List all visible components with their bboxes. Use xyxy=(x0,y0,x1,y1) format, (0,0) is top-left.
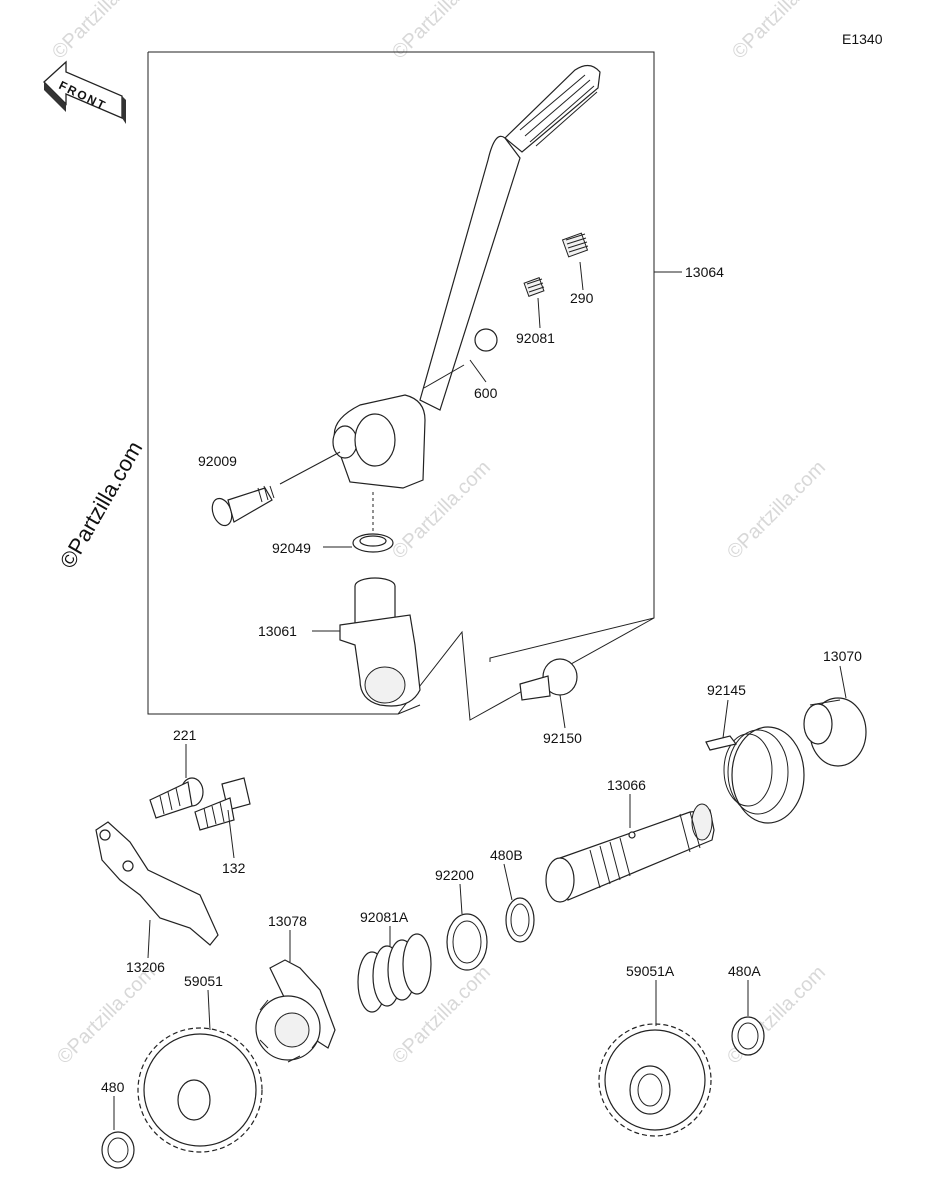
washer-92200 xyxy=(446,913,488,971)
shaft-13066 xyxy=(545,803,715,903)
watermark: ©Partzilla.com xyxy=(53,962,160,1069)
partzilla-logo-watermark: ©Partzilla.com xyxy=(55,437,148,573)
bolt-132 xyxy=(194,777,251,831)
callout-labels: 13064 290 92081 600 92009 92049 13061 92… xyxy=(101,264,862,1095)
callout-13061: 13061 xyxy=(258,623,297,639)
callout-92009: 92009 xyxy=(198,453,237,469)
callout-92200: 92200 xyxy=(435,867,474,883)
washer-92049 xyxy=(352,492,394,553)
watermark: ©Partzilla.com xyxy=(388,0,495,64)
ball-600 xyxy=(474,328,498,352)
circlip-480 xyxy=(101,1131,135,1169)
guide-plate-13206 xyxy=(95,821,219,946)
gear-59051A xyxy=(598,1023,712,1137)
watermark: ©Partzilla.com xyxy=(723,457,830,564)
callout-480A: 480A xyxy=(728,963,761,979)
spring-92081A xyxy=(357,933,432,1013)
pivot-shaft-13061 xyxy=(339,577,421,707)
callout-13078: 13078 xyxy=(268,913,307,929)
callout-59051A: 59051A xyxy=(626,963,675,979)
watermark: ©Partzilla.com xyxy=(48,0,155,64)
callout-13066: 13066 xyxy=(607,777,646,793)
return-spring-92145 xyxy=(705,726,805,824)
callout-92049: 92049 xyxy=(272,540,311,556)
callout-221: 221 xyxy=(173,727,197,743)
leader-lines xyxy=(113,261,847,1130)
collar-13070 xyxy=(803,697,867,767)
spring-92081 xyxy=(523,277,545,297)
diagram-code: E1340 xyxy=(842,31,883,47)
callout-92145: 92145 xyxy=(707,682,746,698)
gear-59051 xyxy=(137,1027,263,1153)
kick-pedal-lever xyxy=(332,64,601,489)
callout-480B: 480B xyxy=(490,847,523,863)
watermark: ©Partzilla.com xyxy=(728,0,835,64)
callout-13070: 13070 xyxy=(823,648,862,664)
callout-92150: 92150 xyxy=(543,730,582,746)
callout-480: 480 xyxy=(101,1079,125,1095)
callout-600: 600 xyxy=(474,385,498,401)
assembly-frame xyxy=(147,51,655,721)
set-screw-290 xyxy=(561,232,589,258)
callout-92081A: 92081A xyxy=(360,909,409,925)
screw-221 xyxy=(149,777,204,819)
circlip-480B xyxy=(505,897,535,943)
callout-13064: 13064 xyxy=(685,264,724,280)
callout-59051: 59051 xyxy=(184,973,223,989)
callout-13206: 13206 xyxy=(126,959,165,975)
bolt-92150 xyxy=(519,658,578,701)
callout-132: 132 xyxy=(222,860,246,876)
ratchet-13078 xyxy=(255,959,336,1063)
bolt-92009 xyxy=(211,451,341,527)
front-arrow-icon: FRONT xyxy=(43,60,126,124)
callout-92081: 92081 xyxy=(516,330,555,346)
callout-290: 290 xyxy=(570,290,594,306)
circlip-480A xyxy=(731,1016,765,1056)
